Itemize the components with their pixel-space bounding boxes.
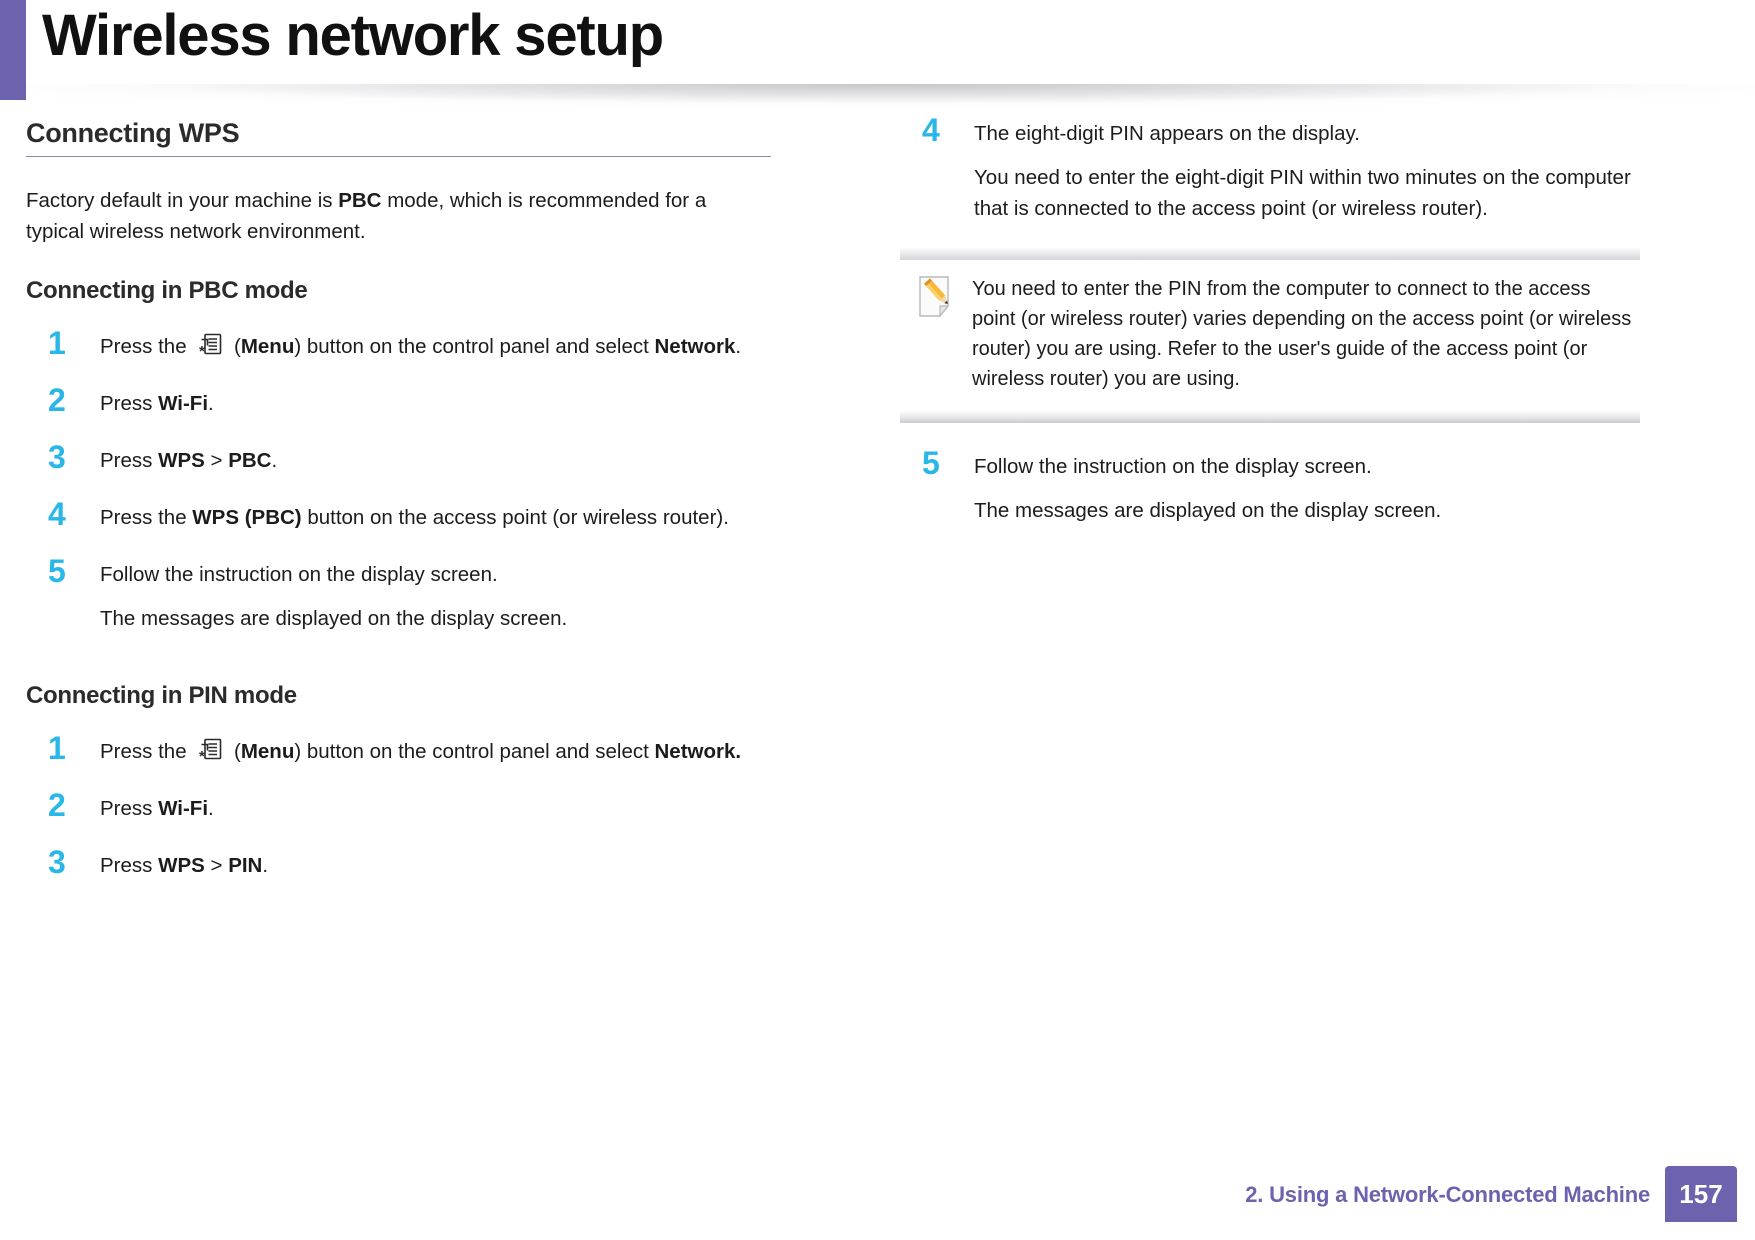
- left-column: Connecting WPS Factory default in your m…: [26, 118, 771, 907]
- step-number: 5: [48, 553, 66, 589]
- step-text-part: (: [228, 335, 241, 358]
- step-text-part: Press: [100, 449, 159, 472]
- step-text-part: ) button on the control panel and select: [294, 335, 655, 358]
- step-text-part: Press: [100, 854, 159, 877]
- step-text: Follow the instruction on the display sc…: [974, 455, 1372, 478]
- step-text-part: Press: [100, 797, 159, 820]
- step-text-part: Press the: [100, 335, 193, 358]
- step-text-part: (: [228, 740, 241, 763]
- note-pencil-icon: [918, 276, 954, 318]
- step-subtext: The messages are displayed on the displa…: [974, 499, 1442, 522]
- step-text: Press the WPS (PBC) button on the access…: [100, 506, 729, 529]
- step-number: 3: [48, 439, 66, 475]
- pin-step-list: 1 Press the * (Menu) button on the contr…: [26, 732, 771, 884]
- step-text-part: button on the access point (or wireless …: [301, 506, 729, 529]
- header-shadow-divider: [26, 84, 1755, 110]
- step-number: 2: [48, 787, 66, 823]
- step-bold-menu: Menu: [240, 740, 295, 763]
- page-footer: 2. Using a Network-Connected Machine 157: [0, 1160, 1755, 1240]
- step-text-part: .: [262, 854, 269, 877]
- step-text-part: >: [204, 449, 229, 472]
- note-box-content: You need to enter the PIN from the compu…: [900, 260, 1640, 410]
- page-header: Wireless network setup: [0, 0, 1755, 110]
- pin-step-5: 5 Follow the instruction on the display …: [900, 447, 1640, 526]
- intro-text-after: mode, which is recommended for a typical…: [26, 189, 707, 243]
- step-number: 3: [48, 844, 66, 880]
- step-bold-network: Network.: [654, 740, 742, 763]
- step-text: Press the * (Menu) button on the control…: [100, 738, 742, 764]
- intro-bold-pbc: PBC: [338, 189, 382, 212]
- header-accent-bar: [0, 0, 26, 100]
- step-subtext: The messages are displayed on the displa…: [100, 607, 568, 630]
- step-bold-network: Network: [654, 335, 736, 358]
- svg-text:*: *: [199, 343, 205, 359]
- section-heading-rule: [26, 156, 771, 157]
- footer-chapter-label: 2. Using a Network-Connected Machine: [1245, 1182, 1650, 1207]
- step-bold-pin: PIN: [228, 854, 263, 877]
- step-number: 1: [48, 325, 66, 361]
- step-bold-wps-pbc: WPS (PBC): [192, 506, 302, 529]
- note-box-bottom-rule: [900, 410, 1640, 423]
- subsection-heading-pbc: Connecting in PBC mode: [26, 277, 308, 304]
- step-text-part: Press the: [100, 740, 193, 763]
- step-bold-wifi: Wi-Fi: [158, 797, 209, 820]
- section-heading-connecting-wps: Connecting WPS: [26, 118, 240, 148]
- step-subtext: You need to enter the eight-digit PIN wi…: [974, 166, 1631, 220]
- step-text: Press WPS > PIN.: [100, 854, 268, 877]
- step-text-part: ) button on the control panel and select: [294, 740, 655, 763]
- step-number: 5: [922, 445, 940, 481]
- step-number: 4: [922, 112, 940, 148]
- pin-step-1: 1 Press the * (Menu) button on the contr…: [26, 732, 771, 770]
- note-box-top-rule: [900, 247, 1640, 260]
- step-text-part: .: [271, 449, 278, 472]
- pbc-step-list: 1 Press the * (Menu) button on the contr…: [26, 327, 771, 634]
- step-bold-wps: WPS: [158, 449, 205, 472]
- menu-icon: *: [198, 333, 224, 359]
- step-number: 2: [48, 382, 66, 418]
- step-text: Press Wi-Fi.: [100, 392, 214, 415]
- step-text: Follow the instruction on the display sc…: [100, 563, 498, 586]
- right-column: 4 The eight-digit PIN appears on the dis…: [900, 114, 1640, 549]
- footer-page-number: 157: [1665, 1166, 1737, 1222]
- step-text-part: .: [735, 335, 742, 358]
- pbc-step-4: 4 Press the WPS (PBC) button on the acce…: [26, 498, 771, 536]
- pbc-step-5: 5 Follow the instruction on the display …: [26, 555, 771, 634]
- pbc-step-3: 3 Press WPS > PBC.: [26, 441, 771, 479]
- step-number: 1: [48, 730, 66, 766]
- step-text-part: Press: [100, 392, 159, 415]
- step-text: Press Wi-Fi.: [100, 797, 214, 820]
- pin-step-3: 3 Press WPS > PIN.: [26, 846, 771, 884]
- note-text: You need to enter the PIN from the compu…: [972, 278, 1632, 390]
- pin-step-2: 2 Press Wi-Fi.: [26, 789, 771, 827]
- step-text: The eight-digit PIN appears on the displ…: [974, 122, 1360, 145]
- step-bold-wifi: Wi-Fi: [158, 392, 209, 415]
- step-bold-pbc: PBC: [228, 449, 272, 472]
- note-box: You need to enter the PIN from the compu…: [900, 247, 1640, 423]
- pin-step-4: 4 The eight-digit PIN appears on the dis…: [900, 114, 1640, 224]
- step-text-part: Press the: [100, 506, 193, 529]
- svg-text:*: *: [199, 748, 205, 764]
- step-text-part: .: [208, 392, 214, 415]
- step-bold-menu: Menu: [240, 335, 295, 358]
- pbc-step-2: 2 Press Wi-Fi.: [26, 384, 771, 422]
- step-text: Press the * (Menu) button on the control…: [100, 333, 742, 359]
- step-text-part: .: [208, 797, 214, 820]
- intro-text-before: Factory default in your machine is: [26, 189, 339, 212]
- step-text-part: >: [204, 854, 229, 877]
- step-number: 4: [48, 496, 66, 532]
- page-title: Wireless network setup: [42, 3, 664, 68]
- step-text: Press WPS > PBC.: [100, 449, 277, 472]
- step-bold-wps: WPS: [158, 854, 205, 877]
- subsection-heading-pin: Connecting in PIN mode: [26, 682, 297, 709]
- intro-paragraph: Factory default in your machine is PBC m…: [26, 185, 746, 247]
- pbc-step-1: 1 Press the * (Menu) button on the contr…: [26, 327, 771, 365]
- menu-icon: *: [198, 738, 224, 764]
